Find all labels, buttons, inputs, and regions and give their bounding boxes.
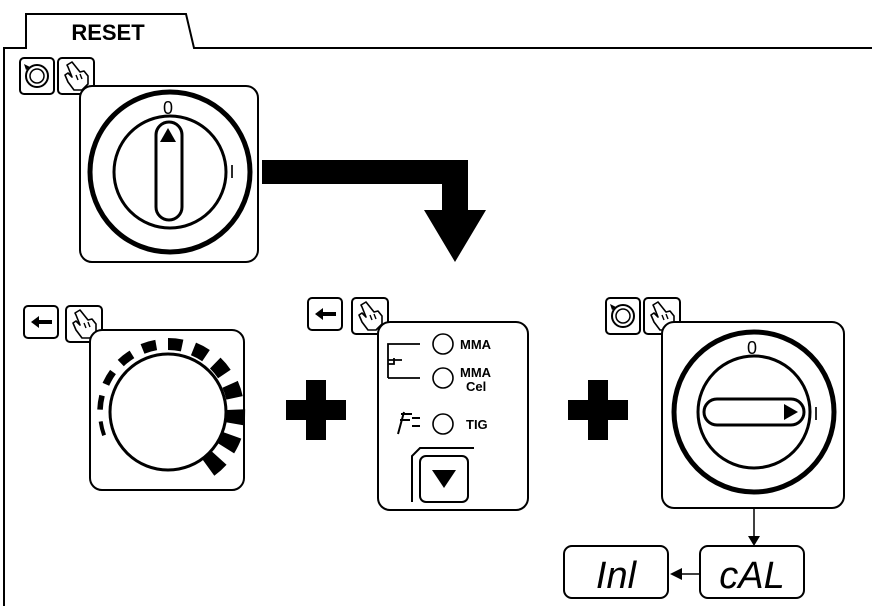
tig-torch-icon — [397, 411, 420, 435]
switch-off-label: 0 — [747, 338, 757, 358]
rotate-switch-icon — [605, 297, 641, 335]
knob-pointer-icon — [160, 128, 176, 142]
switch-on-label: I — [229, 162, 234, 182]
main-switch-panel: 0 I — [19, 57, 259, 263]
mode-panel: MMA MMA Cel TIG — [307, 297, 529, 511]
encoder-segment — [97, 394, 105, 410]
down-triangle-icon — [432, 470, 456, 488]
rotate-switch-icon — [19, 57, 55, 95]
encoder-segment — [117, 350, 135, 367]
outer-frame — [3, 13, 872, 606]
encoder-segment — [225, 409, 246, 426]
mma-electrode-icon — [387, 343, 420, 379]
flow-arrowhead-icon — [748, 536, 760, 546]
switch-on-panel: 0 I — [605, 297, 845, 509]
encoder-segment — [217, 431, 242, 454]
switch-knob[interactable] — [154, 120, 184, 222]
encoder-segment — [98, 421, 106, 436]
encoder-panel — [23, 305, 246, 491]
encoder-segment — [201, 450, 227, 476]
encoder-knob[interactable] — [108, 352, 228, 472]
encoder-segment — [140, 339, 158, 354]
knob-pointer-icon — [784, 404, 798, 420]
mode-label-mma-cel: MMA — [460, 365, 492, 380]
mode-label-cel: Cel — [466, 379, 486, 394]
display-cal-text: cAL — [719, 555, 784, 597]
back-arrow-icon — [307, 297, 343, 331]
encoder-segment — [102, 369, 116, 386]
tab-label: RESET — [71, 20, 145, 45]
back-arrow-icon — [23, 305, 59, 339]
switch-off-label: 0 — [163, 98, 173, 118]
encoder-segment — [209, 357, 231, 379]
mode-led-tig — [432, 413, 454, 435]
encoder-segment — [222, 380, 243, 400]
encoder-segment — [190, 342, 210, 362]
plus-icon — [286, 380, 346, 440]
display-inl-text: Inl — [596, 555, 638, 597]
encoder-segment — [167, 338, 184, 352]
plus-icon — [568, 380, 628, 440]
mode-led-mma — [432, 333, 454, 355]
encoder-segments — [97, 338, 246, 476]
mode-label-tig: TIG — [466, 417, 488, 432]
mode-led-mma-cel — [432, 367, 454, 389]
display-inl — [563, 545, 669, 599]
switch-on-label: I — [813, 404, 818, 424]
switch-knob[interactable] — [702, 397, 806, 427]
flow-arrowhead-icon — [670, 568, 682, 580]
display-cal — [699, 545, 805, 599]
mode-label-mma: MMA — [460, 337, 492, 352]
bent-arrow-icon — [262, 160, 486, 262]
